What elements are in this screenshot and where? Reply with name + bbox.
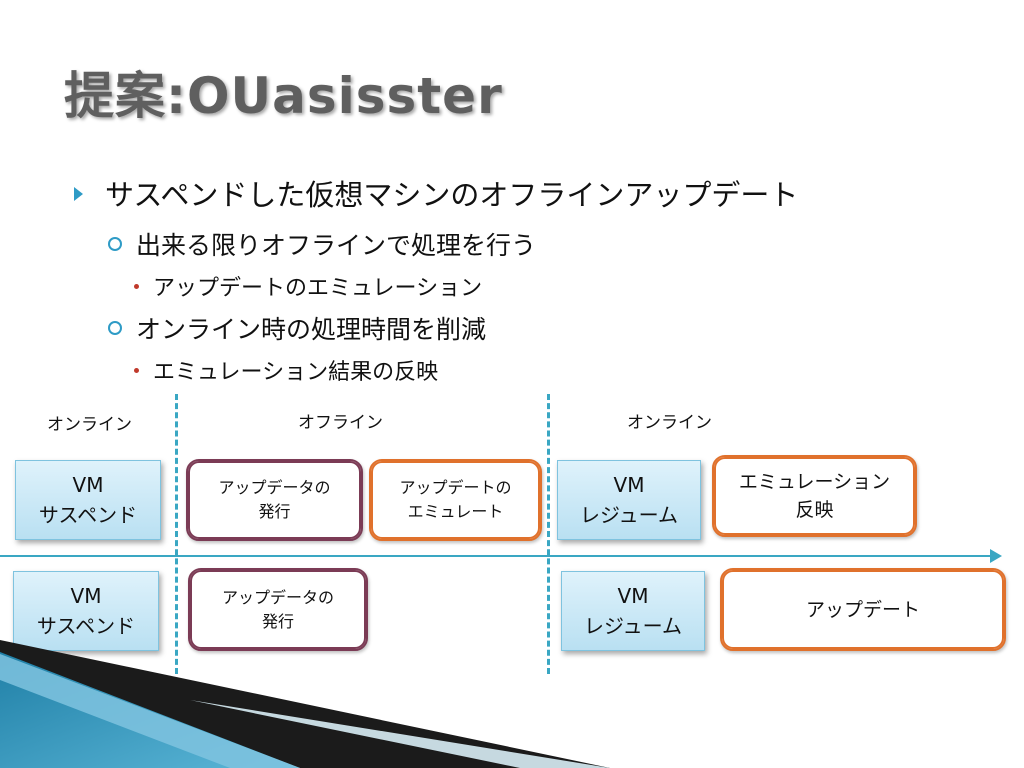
vm-resume-box: VM レジューム (561, 571, 705, 651)
bullet-level3: エミュレーション結果の反映 (134, 354, 438, 386)
box-line: アップデータの (218, 478, 331, 497)
update-box: アップデート (720, 568, 1006, 651)
box-line: アップデート (805, 598, 920, 621)
timeline-axis (0, 555, 1000, 557)
box-line: エミュレーション (738, 471, 891, 493)
decorative-swoosh (0, 640, 610, 768)
phase-divider (547, 394, 550, 674)
bullet-level3: アップデートのエミュレーション (134, 270, 482, 302)
circle-bullet-icon (108, 321, 122, 335)
box-line: アップデートの (399, 478, 512, 497)
bullet-text: 出来る限りオフラインで処理を行う (136, 231, 537, 260)
phase-divider (175, 394, 178, 674)
box-line: VM (72, 473, 104, 497)
bullet-list: サスペンドした仮想マシンのオフラインアップデート 出来る限りオフラインで処理を行… (74, 172, 798, 386)
box-line: VM (613, 473, 645, 497)
emulation-reflect-box: エミュレーション 反映 (712, 455, 917, 537)
bullet-text: アップデートのエミュレーション (153, 276, 483, 301)
box-line: 発行 (258, 502, 291, 521)
updater-issue-box: アップデータの 発行 (188, 568, 368, 651)
phase-label-offline: オフライン (298, 413, 383, 433)
box-line: サスペンド (36, 614, 136, 638)
update-emulate-box: アップデートの エミュレート (369, 459, 542, 541)
triangle-bullet-icon (74, 187, 83, 201)
dot-bullet-icon (134, 367, 139, 373)
phase-label-online: オンライン (627, 413, 712, 433)
bullet-level2: オンライン時の処理時間を削減 (108, 310, 486, 346)
box-line: 反映 (795, 499, 834, 521)
box-line: VM (70, 584, 102, 608)
box-line: エミュレート (407, 502, 504, 521)
vm-resume-box: VM レジューム (557, 460, 701, 540)
page-title: 提案:OUasisster (64, 67, 503, 125)
vm-suspend-box: VM サスペンド (13, 571, 159, 651)
bullet-text: エミュレーション結果の反映 (153, 360, 439, 385)
circle-bullet-icon (108, 237, 122, 251)
box-line: アップデータの (221, 587, 334, 607)
phase-label-online: オンライン (47, 415, 132, 435)
vm-suspend-box: VM サスペンド (15, 460, 161, 540)
bullet-level2: 出来る限りオフラインで処理を行う (108, 226, 536, 262)
bullet-level1: サスペンドした仮想マシンのオフラインアップデート (74, 172, 798, 214)
bullet-text: サスペンドした仮想マシンのオフラインアップデート (105, 178, 799, 212)
box-line: VM (617, 584, 649, 608)
dot-bullet-icon (134, 283, 139, 289)
updater-issue-box: アップデータの 発行 (186, 459, 363, 541)
arrow-right-icon (990, 549, 1002, 563)
box-line: レジューム (584, 614, 682, 638)
box-line: サスペンド (38, 503, 138, 527)
box-line: レジューム (580, 503, 678, 527)
box-line: 発行 (261, 611, 294, 631)
bullet-text: オンライン時の処理時間を削減 (136, 315, 487, 344)
